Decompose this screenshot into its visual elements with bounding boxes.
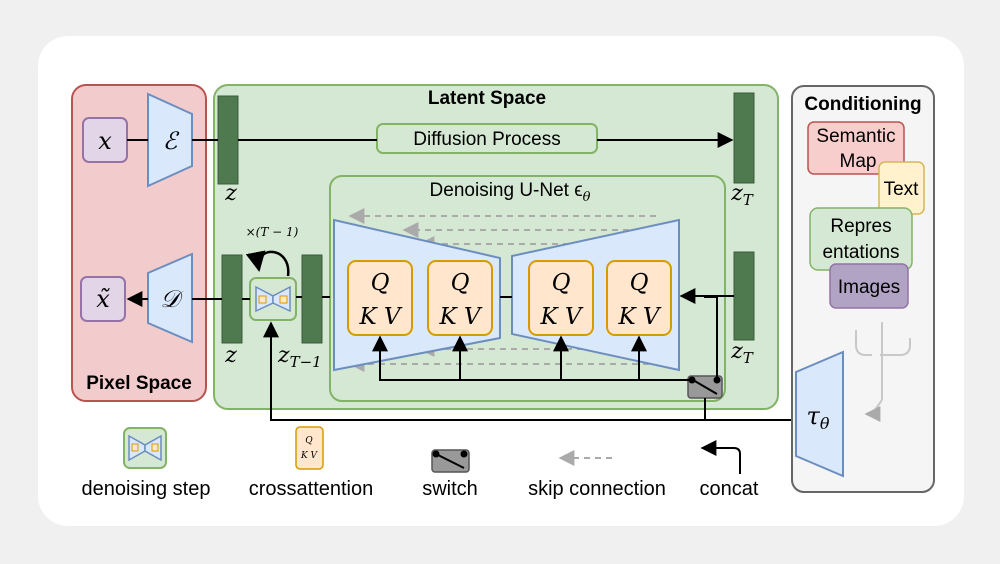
z-T-bottom-label: zT: [730, 339, 754, 367]
svg-text:K V: K V: [539, 304, 583, 330]
denoising-step-block: [249, 277, 297, 321]
input-x-label: x: [98, 127, 112, 155]
svg-text:Q: Q: [451, 270, 470, 296]
z-top-label: z: [224, 181, 237, 206]
unet-title-sub: θ: [583, 190, 591, 205]
semantic-map-line2: Map: [840, 151, 877, 172]
legend-concat-label: concat: [700, 478, 759, 500]
tau-sub: θ: [820, 414, 830, 433]
z-t-minus-1-label: zT−1: [277, 343, 322, 371]
z-bottom-label: z: [224, 343, 237, 368]
diffusion-process-box: [376, 123, 598, 154]
z-T-top-sub: T: [743, 191, 754, 209]
legend-switch-label: switch: [422, 478, 478, 500]
diffusion-process-label: Diffusion Process: [413, 129, 561, 150]
svg-text:K V: K V: [358, 304, 402, 330]
tau-label: τθ: [807, 402, 830, 433]
unet-title: Denoising U-Net ϵθ: [430, 180, 591, 205]
images-box-label: Images: [838, 277, 900, 298]
legend-crossattention-icon: Q K V: [295, 426, 324, 470]
tau-encoder-trapezoid: [795, 350, 844, 478]
legend-denoising-step-icon: [123, 427, 167, 469]
latent-space-label: Latent Space: [428, 88, 546, 109]
switch-block: [687, 375, 723, 399]
skip-connections: [348, 208, 660, 372]
semantic-map-line1: Semantic: [816, 126, 895, 147]
svg-text:K V: K V: [617, 304, 661, 330]
repeat-loop-arrow: [245, 250, 290, 277]
legend-concat-icon: [700, 440, 741, 474]
svg-text:Q: Q: [630, 270, 649, 296]
conditioning-label: Conditioning: [804, 94, 921, 115]
crossattention-block-3: Q K V: [528, 260, 594, 336]
z-T-bottom-sub: T: [743, 349, 754, 367]
svg-text:K V: K V: [300, 451, 319, 461]
legend-switch-icon: [431, 449, 470, 473]
semantic-map-box: [807, 121, 905, 175]
decoder-trapezoid: [147, 252, 193, 344]
legend-denoising-step-label: denoising step: [82, 478, 211, 500]
legend-crossattention-label: crossattention: [249, 478, 374, 500]
output-x-tilde-label: x̃: [96, 285, 110, 313]
pixel-space-label: Pixel Space: [86, 373, 192, 394]
representations-line1: Repres: [830, 216, 891, 237]
conditioning-merge-lines: [855, 322, 911, 422]
output-x-tilde-box: [80, 276, 126, 322]
crossattention-block-1: Q K V: [347, 260, 413, 336]
latent-bar-z-t-minus-1: [301, 254, 323, 344]
latent-bar-z-T-top: [733, 92, 755, 184]
crossattention-block-2: Q K V: [427, 260, 493, 336]
latent-bar-z-T-bottom: [733, 251, 755, 341]
crossattention-block-4: Q K V: [606, 260, 672, 336]
repeat-label: ×(T − 1): [246, 225, 299, 239]
images-box: [829, 263, 909, 309]
svg-text:Q: Q: [371, 270, 390, 296]
svg-text:Q: Q: [552, 270, 571, 296]
svg-text:K V: K V: [438, 304, 482, 330]
z-t-minus-1-sub: T−1: [290, 353, 322, 371]
legend-skip-connection-label: skip connection: [528, 478, 666, 500]
main-arrows: [126, 132, 796, 421]
text-box-label: Text: [884, 179, 920, 200]
z-T-top-label: zT: [730, 181, 754, 209]
svg-text:Q: Q: [305, 436, 313, 446]
encoder-trapezoid: [147, 92, 193, 188]
latent-bar-z-top: [217, 95, 239, 185]
representations-line2: entations: [822, 242, 899, 263]
latent-bar-z-bottom: [221, 254, 243, 344]
encoder-label: ℰ: [163, 127, 180, 155]
